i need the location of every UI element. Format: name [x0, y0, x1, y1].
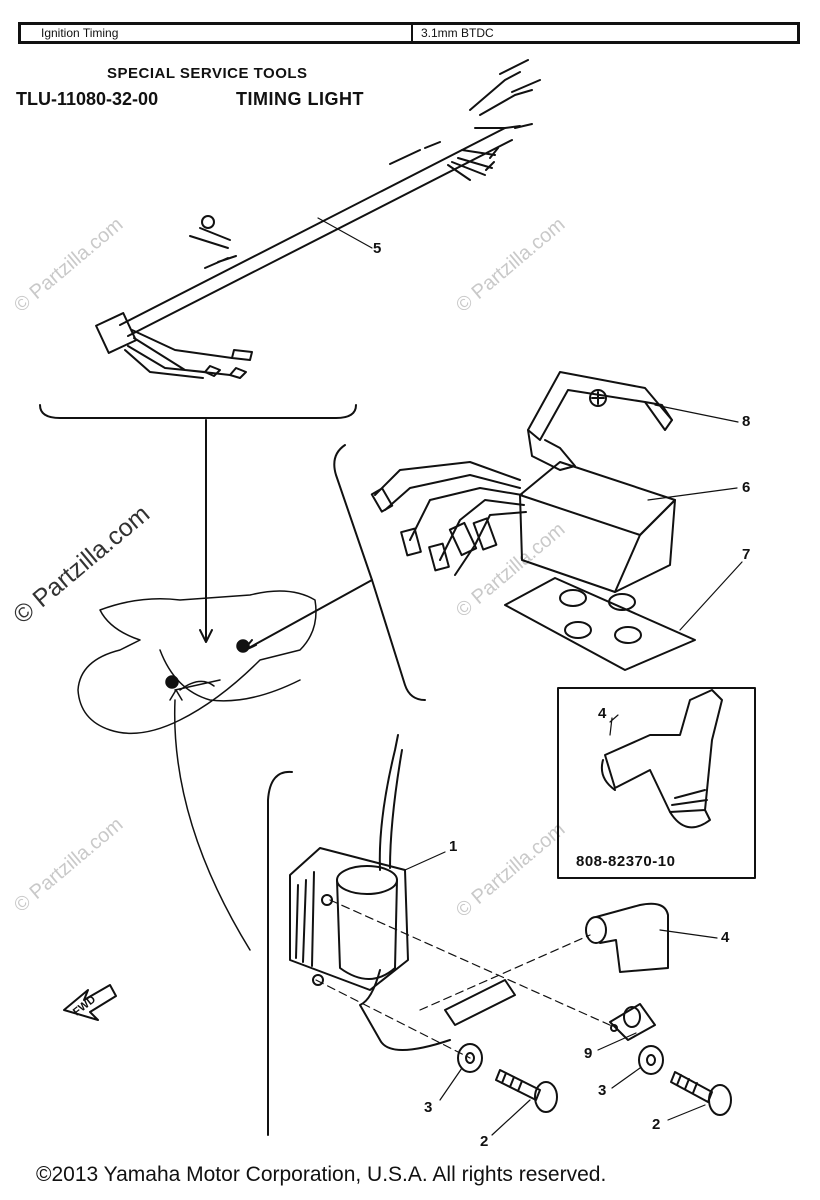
callout-3: 3 — [424, 1099, 433, 1116]
callout-7: 7 — [742, 546, 751, 563]
washer-part-3 — [458, 1044, 482, 1072]
bracket-part-8 — [528, 372, 672, 470]
special-tools-heading: SPECIAL SERVICE TOOLS — [107, 65, 308, 82]
assembly-lines — [316, 900, 612, 1058]
callout-5: 5 — [373, 240, 382, 257]
callout-8: 8 — [742, 413, 751, 430]
spec-value: 3.1mm BTDC — [421, 26, 494, 40]
callout-4-inset: 4 — [598, 705, 607, 722]
spark-plug-cap-part-4 — [602, 690, 722, 827]
group-bracket — [334, 445, 425, 700]
forward-arrow — [64, 985, 116, 1020]
screw-part-2 — [496, 1070, 557, 1112]
callout-2: 2 — [480, 1133, 489, 1150]
inset-box — [558, 688, 755, 878]
washer-part-3 — [639, 1046, 663, 1074]
clamp-part-9 — [610, 1004, 655, 1040]
coil-group-bracket — [268, 772, 292, 1135]
tool-bracket — [40, 405, 356, 418]
callout-1: 1 — [449, 838, 458, 855]
spec-parameter: Ignition Timing — [21, 25, 413, 41]
inset-part-number: 808-82370-10 — [576, 853, 676, 870]
mounting-plate-part-7 — [505, 578, 695, 670]
copyright-notice: ©2013 Yamaha Motor Corporation, U.S.A. A… — [36, 1163, 607, 1186]
spark-plug-cap-part-4-lower — [586, 904, 668, 972]
screw-part-2 — [671, 1072, 731, 1115]
spec-table: Ignition Timing 3.1mm BTDC — [18, 22, 800, 44]
ignition-coil-part-1 — [290, 735, 515, 1050]
leader-lines — [318, 218, 742, 1135]
tool-part-number: TLU-11080-32-00 — [16, 89, 159, 109]
tool-name: TIMING LIGHT — [236, 89, 364, 109]
callout-4: 4 — [721, 929, 730, 946]
callout-6: 6 — [742, 479, 751, 496]
motorcycle-outline — [78, 591, 316, 950]
leader-line — [245, 580, 372, 650]
wire-harness — [96, 60, 540, 378]
callout-2: 2 — [652, 1116, 661, 1133]
callout-9: 9 — [584, 1045, 593, 1062]
callout-3: 3 — [598, 1082, 607, 1099]
cdi-unit-part-6 — [372, 462, 675, 592]
